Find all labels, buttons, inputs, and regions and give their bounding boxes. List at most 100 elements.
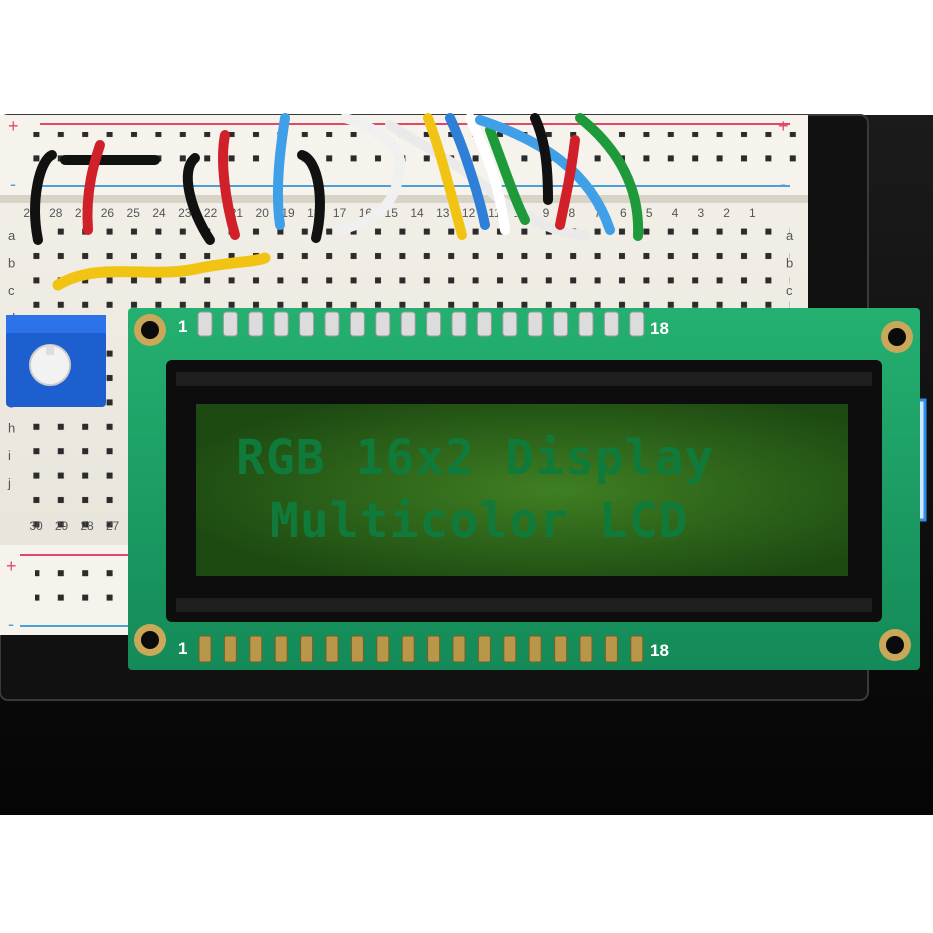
pin-label-bottom-1: 1 <box>178 639 187 658</box>
wire-black-4 <box>297 150 325 243</box>
header-pin <box>273 311 289 337</box>
column-number: 20 <box>256 206 270 220</box>
rail-minus-top-left: - <box>10 174 16 194</box>
solder-pad <box>325 635 339 663</box>
row-letter: i <box>8 448 11 463</box>
pin-label-top-1: 1 <box>178 317 187 336</box>
lcd-line-1: RGB 16x2 Display <box>236 430 714 486</box>
column-number: 8 <box>568 206 575 220</box>
wire-yellow-2 <box>52 252 271 291</box>
solder-pad <box>249 635 263 663</box>
header-pin <box>299 311 315 337</box>
header-pin <box>502 311 518 337</box>
solder-pad <box>350 635 364 663</box>
bottom-solder-pads <box>198 635 644 663</box>
column-number: 14 <box>410 206 424 220</box>
wire-black-1 <box>30 150 57 245</box>
wire-red-2 <box>218 130 240 240</box>
header-pin <box>603 311 619 337</box>
header-pin <box>222 311 238 337</box>
column-number: 6 <box>620 206 627 220</box>
header-pin <box>324 311 340 337</box>
solder-pad <box>579 635 593 663</box>
solder-pad <box>604 635 618 663</box>
header-pin <box>248 311 264 337</box>
rail-plus-top-left: + <box>8 116 19 136</box>
bottom-column-numbers: 30 29 28 27 <box>29 519 119 533</box>
top-header-pins <box>197 311 645 337</box>
lcd-screen <box>196 404 848 576</box>
wire-blue-1 <box>272 113 290 230</box>
column-number: 24 <box>152 206 166 220</box>
lcd-line-2: Multicolor LCD <box>270 493 689 549</box>
column-number: 12 <box>462 206 476 220</box>
wire-blue-2 <box>445 113 490 230</box>
wire-red-1 <box>82 140 105 235</box>
potentiometer <box>6 315 106 407</box>
solder-pad <box>427 635 441 663</box>
column-number: 25 <box>127 206 141 220</box>
header-pin <box>349 311 365 337</box>
solder-pad <box>300 635 314 663</box>
row-letter: a <box>8 228 16 243</box>
bottom-column-number: 30 <box>29 519 43 533</box>
column-number: 4 <box>672 206 679 220</box>
row-letter: j <box>7 476 11 491</box>
solder-pad <box>554 635 568 663</box>
column-number: 1 <box>749 206 756 220</box>
wire-blue-3 <box>475 115 615 235</box>
pin-label-bottom-18: 18 <box>650 641 669 660</box>
header-pin <box>578 311 594 337</box>
row-letter: b <box>8 256 15 271</box>
column-number: 17 <box>333 206 347 220</box>
rail-minus-bottom: - <box>8 614 14 634</box>
wire-red-3 <box>555 135 580 230</box>
solder-pad <box>376 635 390 663</box>
solder-pad <box>503 635 517 663</box>
pin-label-top-18: 18 <box>650 319 669 338</box>
column-number: 3 <box>697 206 704 220</box>
solder-pad <box>401 635 415 663</box>
row-letter: c <box>8 283 15 298</box>
bottom-column-number: 27 <box>106 519 120 533</box>
column-number: 22 <box>204 206 218 220</box>
column-number: 23 <box>178 206 192 220</box>
rail-minus-top-right: - <box>780 174 786 194</box>
header-pin <box>400 311 416 337</box>
column-number: 28 <box>49 206 63 220</box>
column-number: 9 <box>543 206 550 220</box>
column-number: 2 <box>723 206 730 220</box>
wire-green-2 <box>575 113 644 241</box>
column-number: 19 <box>281 206 295 220</box>
column-number: 5 <box>646 206 653 220</box>
column-number: 26 <box>101 206 115 220</box>
wire-white-3 <box>465 113 510 235</box>
rail-plus-top-right: + <box>778 116 789 136</box>
solder-pad <box>528 635 542 663</box>
solder-pad <box>274 635 288 663</box>
row-letter-right: a <box>786 228 794 243</box>
wire-black-5 <box>530 113 553 205</box>
row-letter-right: b <box>786 256 793 271</box>
header-pin <box>553 311 569 337</box>
solder-pad <box>198 635 212 663</box>
lcd-module: 1 18 1 18 RGB 16x2 Display Multicolor LC… <box>128 308 920 670</box>
header-pin <box>375 311 391 337</box>
bottom-column-number: 29 <box>55 519 69 533</box>
wire-green-1 <box>485 125 530 225</box>
jumper-wires <box>30 113 644 291</box>
header-pin <box>476 311 492 337</box>
bottom-column-number: 28 <box>80 519 94 533</box>
header-pin <box>197 311 213 337</box>
row-letter: h <box>8 421 15 436</box>
row-letter-right: c <box>786 283 793 298</box>
wire-white-1 <box>335 113 406 235</box>
header-pin <box>629 311 645 337</box>
wire-yellow-1 <box>423 113 467 240</box>
solder-pad <box>452 635 466 663</box>
header-pin <box>451 311 467 337</box>
column-number: 13 <box>436 206 450 220</box>
wire-black-3 <box>182 153 215 245</box>
